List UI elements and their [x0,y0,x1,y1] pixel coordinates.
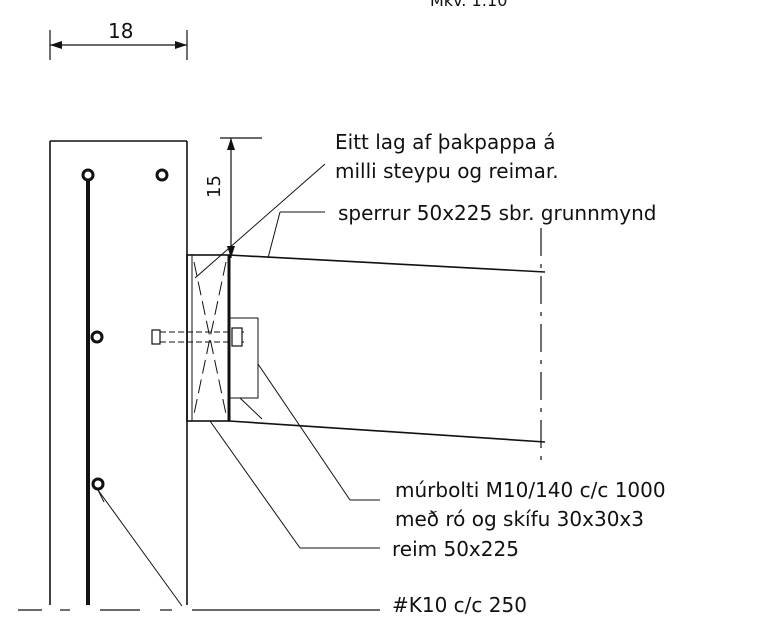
rafter [228,228,546,460]
arrowhead-right [175,41,187,49]
scale-label: Mkv. 1:10 [430,0,507,10]
width-dimension: 18 [49,19,188,60]
bolt-note-line2: með ró og skífu 30x30x3 [395,507,644,531]
bolt-note-line1: múrbolti M10/140 c/c 1000 [395,478,666,502]
steel-bracket [229,317,263,420]
arrowhead-left [50,41,62,49]
height-dimension: 15 [204,137,262,258]
plate-note: reim 50x225 [392,537,519,561]
wall-plate [186,254,231,422]
membrane-note-line2: milli steypu og reimar. [335,159,559,183]
rebar-dot [155,168,169,182]
height-dimension-label: 15 [204,175,225,198]
width-dimension-label: 18 [108,19,133,43]
leader-lines [97,163,380,607]
membrane-note-line1: Eitt lag af þakpappa á [335,130,556,154]
concrete-wall [49,140,188,605]
rafter-note: sperrur 50x225 sbr. grunnmynd [338,201,656,225]
rebar-dot [91,477,105,491]
rebar-dot [81,168,95,182]
anchor-bolt [151,327,244,347]
rebar-note: #K10 c/c 250 [392,593,527,617]
rebar-dot [90,330,104,344]
